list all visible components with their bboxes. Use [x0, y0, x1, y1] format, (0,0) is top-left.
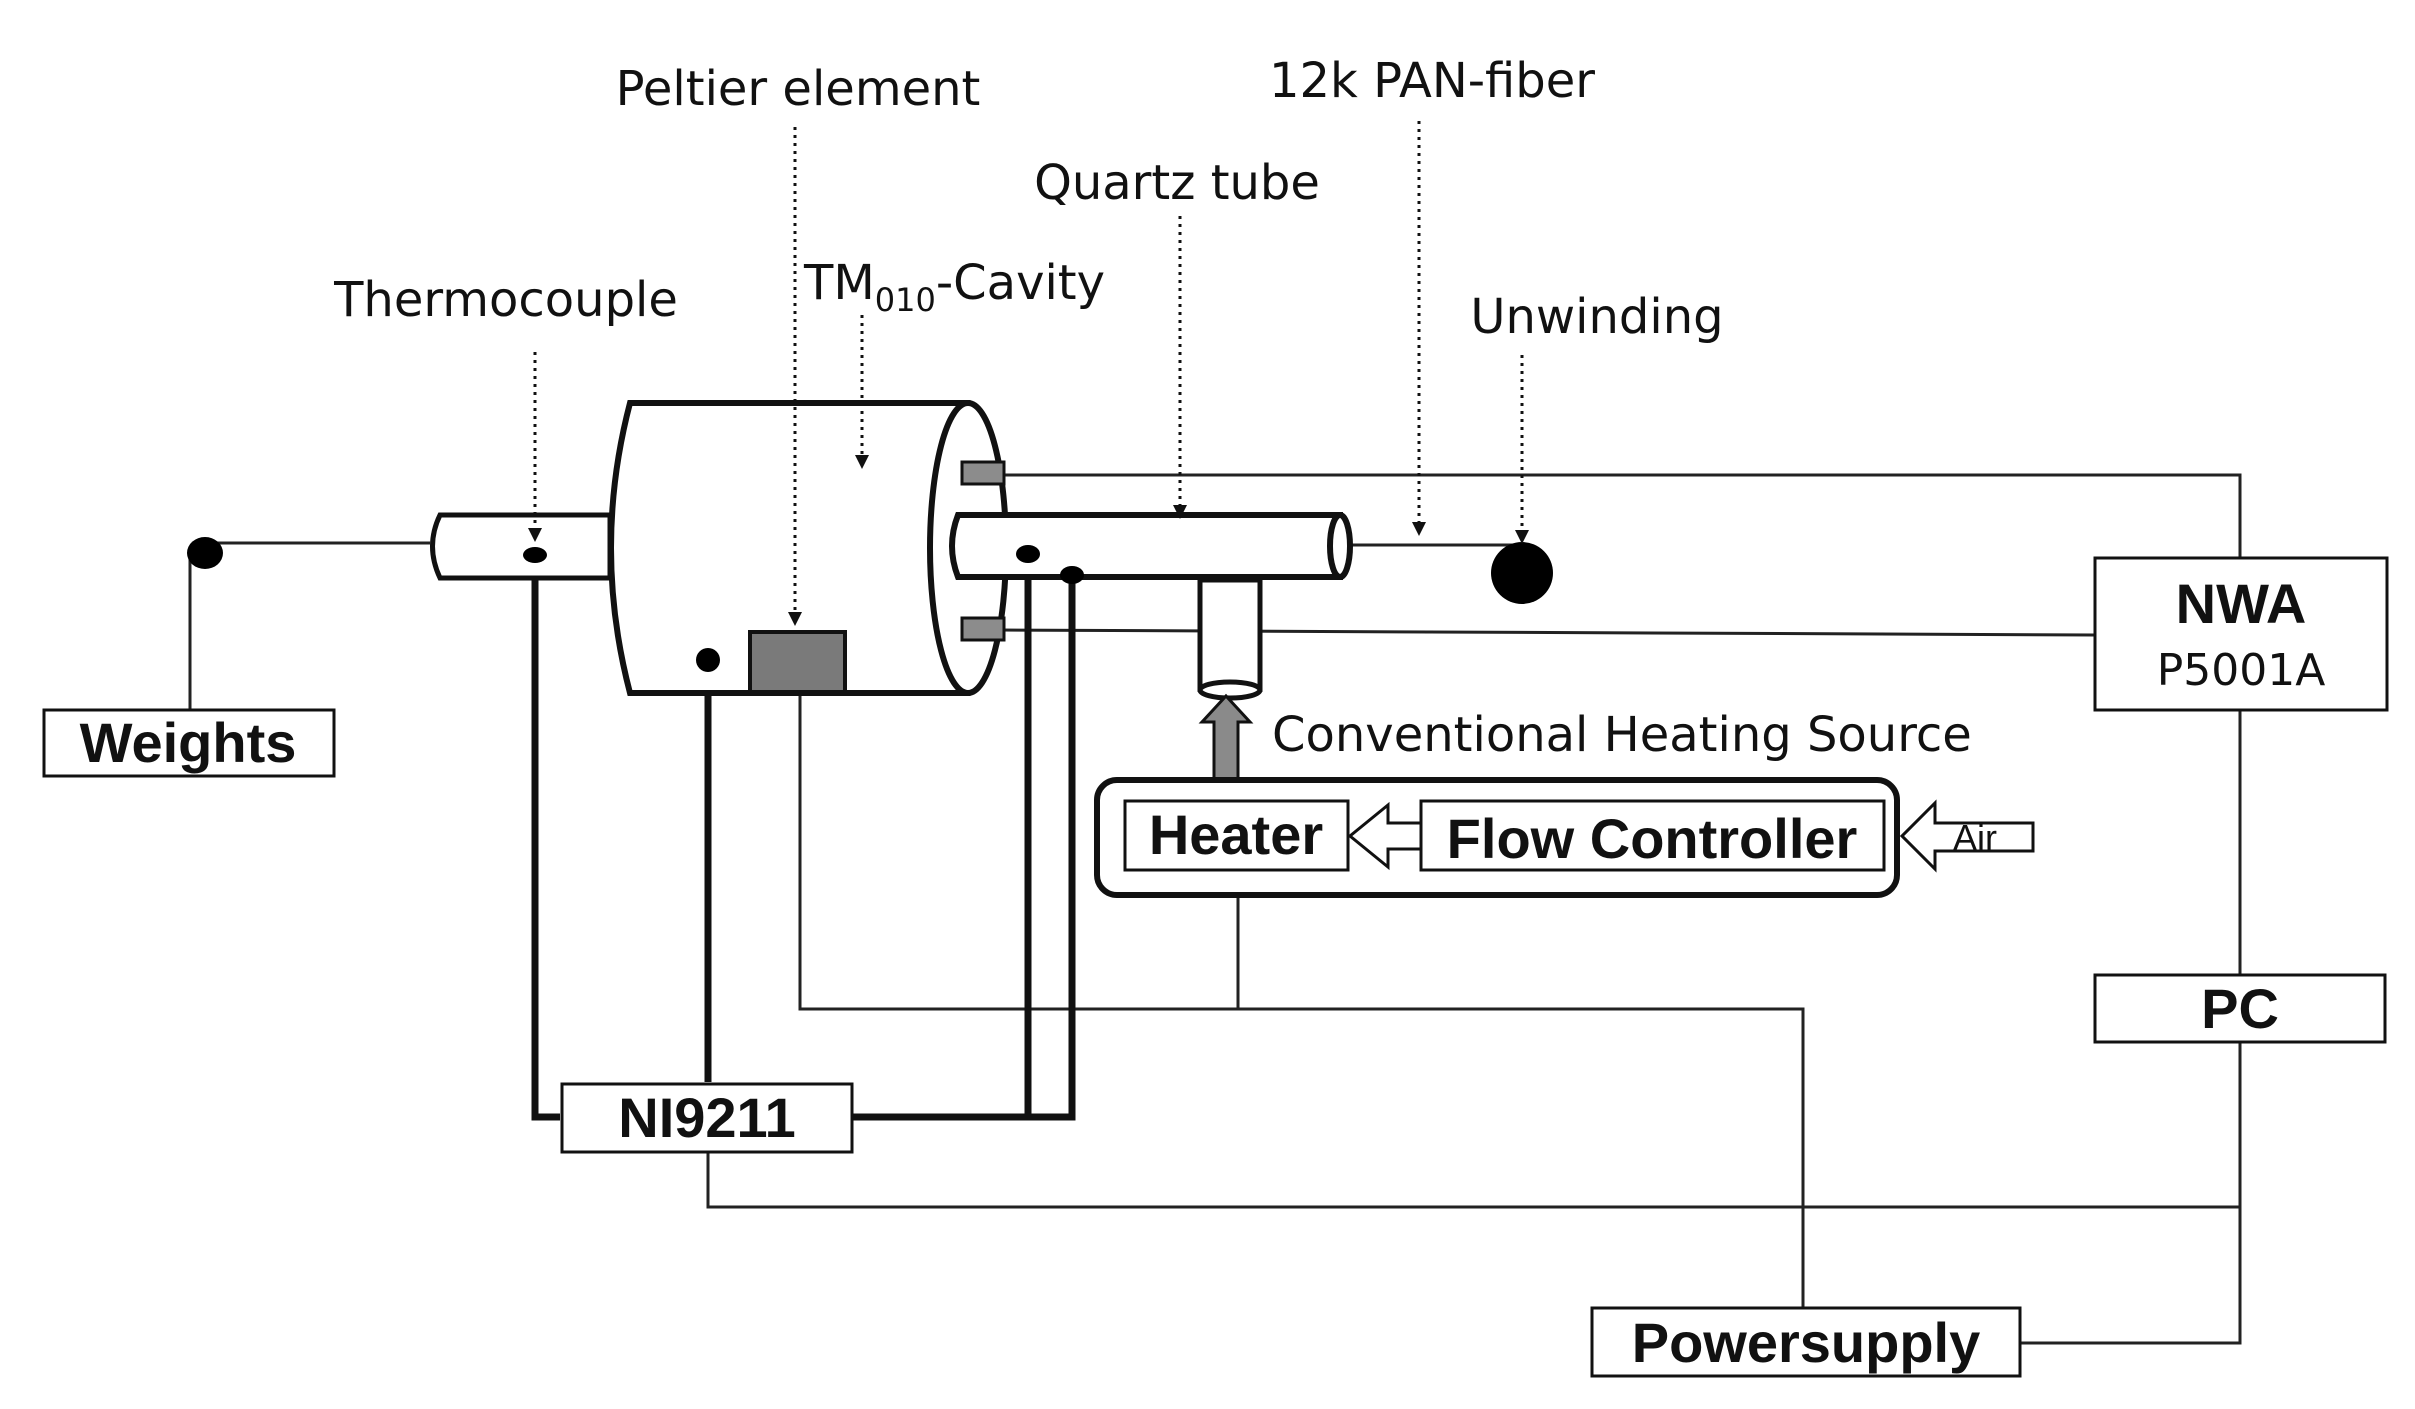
- label-unwinding: Unwinding: [1470, 289, 1723, 345]
- left-tube: [430, 512, 613, 581]
- tc-junction-cavity: [696, 648, 720, 672]
- tc-wire-right2: [1028, 575, 1076, 1121]
- ni9211-pc-cable: [706, 1152, 2240, 1209]
- nwa-model: P5001A: [2157, 645, 2326, 696]
- flow-to-heater-arrow: [1347, 801, 1423, 871]
- tc-junction-left: [523, 547, 547, 563]
- nwa-box[interactable]: [2093, 556, 2389, 712]
- label-cavity: TM010-Cavity: [803, 255, 1105, 319]
- label-quartz: Quartz tube: [1034, 155, 1320, 211]
- signal-lines: [188, 473, 2242, 1345]
- quartz-tube: [949, 512, 1353, 580]
- heating-nozzle: [1197, 577, 1263, 701]
- label-pan-fiber: 12k PAN-fiber: [1269, 53, 1595, 109]
- ni9211-box[interactable]: [560, 1082, 854, 1154]
- upper-probe: [960, 460, 1006, 486]
- pc-label: PC: [2201, 977, 2279, 1040]
- powersupply-label: Powersupply: [1632, 1311, 1981, 1374]
- heater-box[interactable]: [1123, 799, 1350, 872]
- cavity-tm: TM: [803, 255, 875, 311]
- powersupply-box[interactable]: [1590, 1306, 2022, 1378]
- pc-box[interactable]: [2093, 973, 2387, 1044]
- pointer-arrows: [533, 121, 1524, 612]
- ni9211-label: NI9211: [618, 1086, 796, 1149]
- weights-string: [188, 551, 205, 710]
- label-heating-source: Conventional Heating Source: [1272, 707, 1972, 763]
- heater-label: Heater: [1149, 803, 1323, 866]
- air-arrow: [1899, 799, 2035, 873]
- nwa-upper-cable: [1000, 473, 2242, 558]
- nwa-title: NWA: [2176, 572, 2307, 635]
- tc-junction-tube1: [1016, 545, 1040, 563]
- pc-powersupply-cable: [2018, 1042, 2242, 1345]
- peltier-element: [748, 630, 847, 694]
- tc-junction-tube2: [1060, 566, 1084, 584]
- flow-controller-label: Flow Controller: [1447, 807, 1858, 870]
- pointer-heads: [528, 455, 1529, 626]
- lower-probe: [960, 616, 1006, 642]
- weights-box[interactable]: [42, 708, 336, 778]
- unwinding-spool: [1491, 542, 1553, 604]
- peltier-power-cable: [798, 695, 1805, 1307]
- cavity-rest: -Cavity: [936, 255, 1105, 311]
- thermocouple-wires: [531, 553, 1076, 1121]
- air-label: Air: [1953, 817, 1997, 858]
- weights-label: Weights: [80, 711, 297, 774]
- weights-anchor: [187, 537, 223, 569]
- nwa-lower-cable: [999, 628, 2096, 637]
- flow-controller-box[interactable]: [1419, 799, 1886, 872]
- label-peltier: Peltier element: [616, 61, 981, 117]
- label-thermocouple: Thermocouple: [333, 272, 678, 328]
- cavity-subscript: 010: [875, 281, 936, 319]
- thermocouple-junctions: [523, 545, 1084, 672]
- tc-wire-left: [531, 555, 560, 1121]
